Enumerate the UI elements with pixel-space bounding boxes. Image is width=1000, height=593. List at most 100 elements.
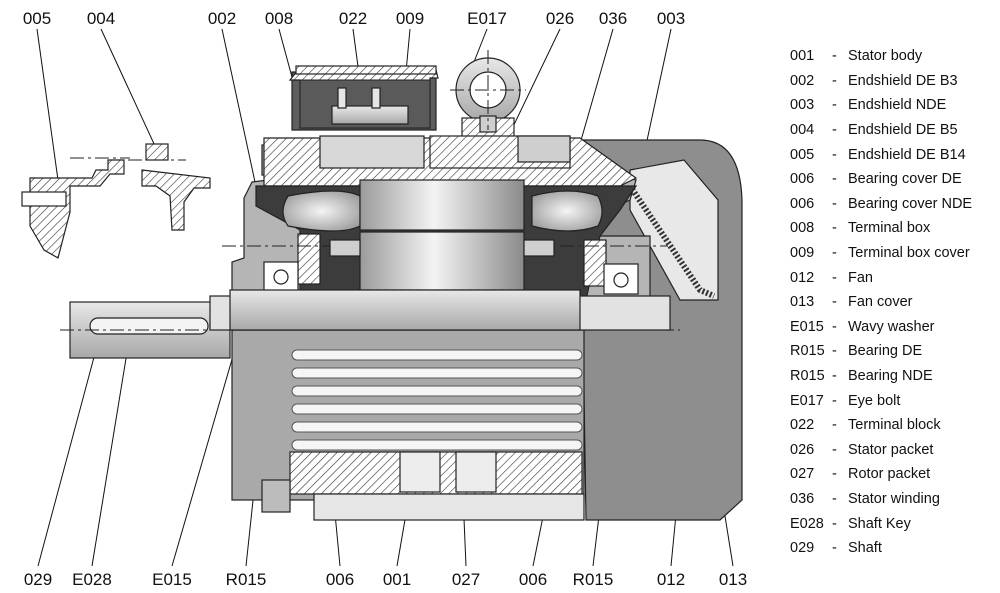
- legend-item: 027-Rotor packet: [790, 462, 995, 487]
- legend-dash: -: [832, 368, 837, 385]
- legend-code: 029: [790, 540, 815, 557]
- callout-003: 003: [657, 9, 685, 28]
- callout-r015-nde: R015: [573, 570, 614, 589]
- legend-item: 029-Shaft: [790, 536, 995, 561]
- legend-code: 009: [790, 245, 815, 262]
- legend-code: 012: [790, 269, 815, 286]
- legend-dash: -: [832, 318, 837, 335]
- legend-dash: -: [832, 245, 837, 262]
- motor-body: [69, 57, 743, 521]
- legend-code: 013: [790, 294, 815, 311]
- legend-code: 008: [790, 220, 815, 237]
- legend-name: Endshield DE B14: [848, 146, 966, 163]
- callout-e028: E028: [72, 570, 112, 589]
- legend-code: E028: [790, 515, 824, 532]
- callout-006-nde: 006: [519, 570, 547, 589]
- legend-name: Fan cover: [848, 294, 913, 311]
- legend-item: E015-Wavy washer: [790, 315, 995, 340]
- legend-dash: -: [832, 540, 837, 557]
- legend-dash: -: [832, 72, 837, 89]
- legend-item: 003-Endshield NDE: [790, 93, 995, 118]
- legend-dash: -: [832, 466, 837, 483]
- legend-dash: -: [832, 417, 837, 434]
- legend-item: 026-Stator packet: [790, 438, 995, 463]
- legend-code: 027: [790, 466, 815, 483]
- legend-code: 003: [790, 97, 815, 114]
- legend-name: Endshield DE B5: [848, 122, 958, 139]
- callout-022: 022: [339, 9, 367, 28]
- callout-e017: E017: [467, 9, 507, 28]
- legend-dash: -: [832, 122, 837, 139]
- legend-dash: -: [832, 146, 837, 163]
- legend-item: 006-Bearing cover DE: [790, 167, 995, 192]
- legend-code: 006: [790, 195, 815, 212]
- callout-026: 026: [546, 9, 574, 28]
- legend-dash: -: [832, 515, 837, 532]
- legend-dash: -: [832, 48, 837, 65]
- callout-008: 008: [265, 9, 293, 28]
- legend-dash: -: [832, 343, 837, 360]
- callout-005: 005: [23, 9, 51, 28]
- legend-code: 002: [790, 72, 815, 89]
- legend-dash: -: [832, 97, 837, 114]
- legend-code: 001: [790, 48, 815, 65]
- legend-dash: -: [832, 392, 837, 409]
- callout-029: 029: [24, 570, 52, 589]
- legend-name: Terminal box cover: [848, 245, 970, 262]
- legend-item: 012-Fan: [790, 265, 995, 290]
- callout-r015-de: R015: [226, 570, 267, 589]
- legend-dash: -: [832, 294, 837, 311]
- legend-name: Stator winding: [848, 490, 940, 507]
- legend-name: Wavy washer: [848, 318, 935, 335]
- callout-004: 004: [87, 9, 115, 28]
- callout-006-de: 006: [326, 570, 354, 589]
- legend-dash: -: [832, 269, 837, 286]
- callouts-bottom: 029 E028 E015 R015 006 001 027 006 R015 …: [24, 570, 747, 589]
- legend-code: 036: [790, 490, 815, 507]
- legend-name: Bearing DE: [848, 343, 923, 360]
- legend-name: Eye bolt: [848, 392, 901, 409]
- legend-code: 022: [790, 417, 815, 434]
- legend-code: 006: [790, 171, 815, 188]
- legend-name: Rotor packet: [848, 466, 931, 483]
- callout-027: 027: [452, 570, 480, 589]
- legend-code: 004: [790, 122, 815, 139]
- legend-item: 006-Bearing cover NDE: [790, 192, 995, 217]
- legend-name: Shaft: [848, 540, 882, 557]
- legend-name: Bearing cover DE: [848, 171, 962, 188]
- legend-code: 026: [790, 441, 815, 458]
- legend-name: Fan: [848, 269, 873, 286]
- legend-name: Bearing cover NDE: [848, 195, 973, 212]
- legend-dash: -: [832, 220, 837, 237]
- legend-code: R015: [790, 368, 825, 385]
- legend-item: 009-Terminal box cover: [790, 241, 995, 266]
- legend-code: E017: [790, 392, 824, 409]
- centre-lines: [60, 50, 680, 331]
- legend-name: Endshield NDE: [848, 97, 947, 114]
- legend-code: R015: [790, 343, 825, 360]
- legend-item: 004-Endshield DE B5: [790, 118, 995, 143]
- callout-013: 013: [719, 570, 747, 589]
- callout-001: 001: [383, 570, 411, 589]
- detail-endshield-b5: [128, 143, 211, 231]
- legend-dash: -: [832, 441, 837, 458]
- legend-item: 022-Terminal block: [790, 413, 995, 438]
- legend-name: Endshield DE B3: [848, 72, 958, 89]
- legend-item: 036-Stator winding: [790, 487, 995, 512]
- cooling-fins: [291, 349, 583, 451]
- legend-name: Terminal block: [848, 417, 941, 434]
- legend-item: R015-Bearing NDE: [790, 364, 995, 389]
- legend-code: 005: [790, 146, 815, 163]
- callout-009: 009: [396, 9, 424, 28]
- legend-dash: -: [832, 195, 837, 212]
- legend-name: Shaft Key: [848, 515, 911, 532]
- legend-code: E015: [790, 318, 824, 335]
- legend-name: Stator body: [848, 48, 923, 65]
- detail-endshield-b14: [21, 157, 130, 259]
- callout-002: 002: [208, 9, 236, 28]
- legend-item: E017-Eye bolt: [790, 388, 995, 413]
- legend-dash: -: [832, 171, 837, 188]
- legend-item: 001-Stator body: [790, 44, 995, 69]
